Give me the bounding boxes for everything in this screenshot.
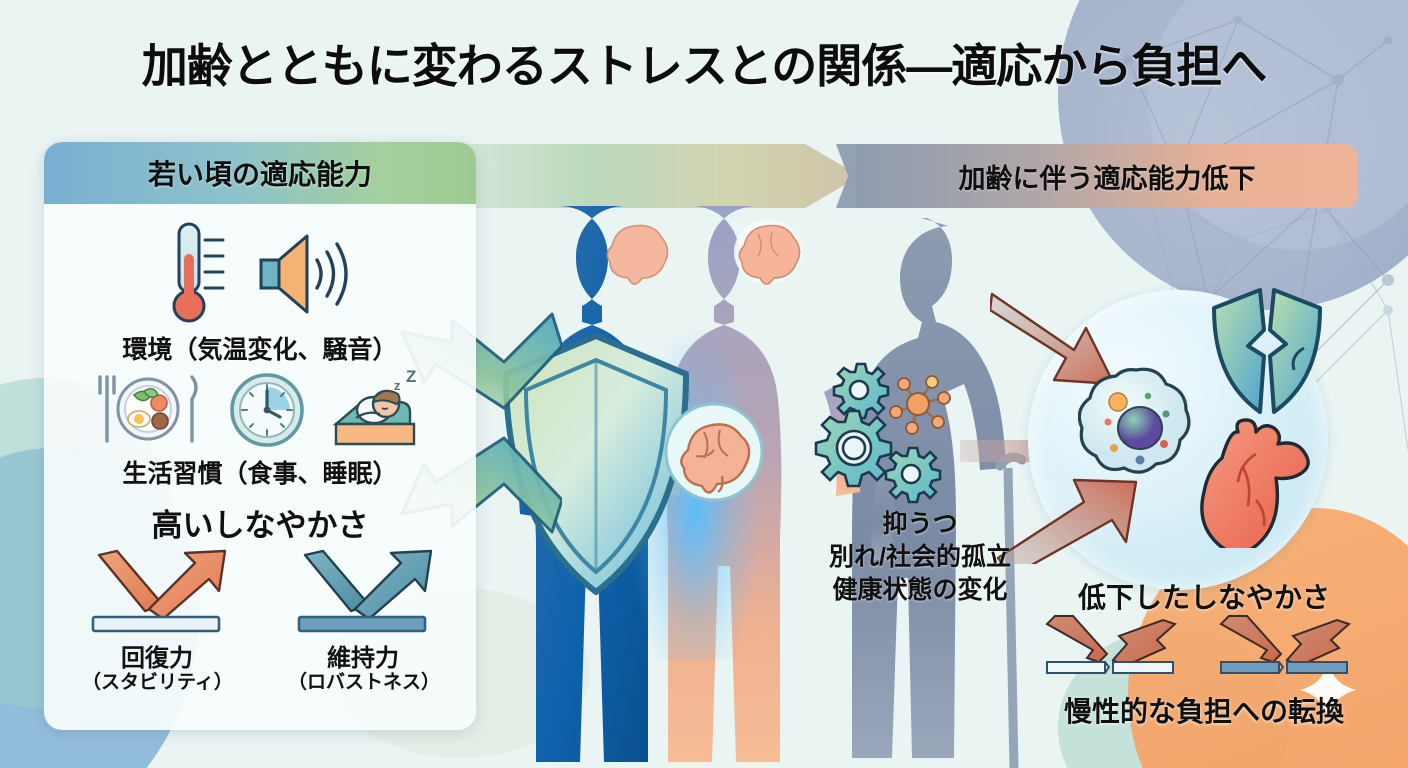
burden-arrow-lower-icon (996, 478, 1138, 564)
stressor-item-2: 別れ/社会的孤立 (829, 543, 1011, 571)
left-panel-body: 環境（気温変化、騒音） (44, 204, 476, 730)
brain-icon (664, 402, 764, 502)
sleeping-person-icon: Z z z (332, 368, 416, 446)
broken-bounce-arrow-icon (1219, 615, 1351, 674)
left-section-environment: 環境（気温変化、騒音） (44, 218, 476, 366)
right-flexibility-title: 低下したしなやかさ (1077, 582, 1330, 613)
robustness-label: 維持力 (327, 645, 399, 672)
right-flexibility-icons (1040, 614, 1370, 676)
svg-text:Z: Z (406, 368, 416, 386)
stressor-item-3: 健康状態の変化 (832, 576, 1008, 604)
clock-icon (230, 373, 304, 447)
left-section-lifestyle: Z z z 生活習慣（食事、睡眠） (44, 368, 476, 490)
burden-arrow-upper-icon (990, 292, 1116, 386)
flexibility-item-stability: 回復力 （スタビリティ） (82, 549, 233, 694)
transition-chevron-band (440, 144, 860, 208)
left-panel-header-label: 若い頃の適応能力 (147, 159, 372, 190)
environment-icons (44, 218, 476, 328)
lifestyle-label: 生活習慣（食事、睡眠） (122, 460, 398, 488)
flexibility-item-robustness: 維持力 （ロバストネス） (288, 549, 441, 694)
cracked-shield-icon (1212, 288, 1322, 414)
left-flexibility-items: 回復力 （スタビリティ） (44, 549, 476, 694)
brain-in-head-icon (734, 220, 802, 285)
svg-text:z: z (394, 378, 401, 393)
gears-icon (814, 362, 951, 504)
bounce-arrow-orange-icon (91, 549, 227, 633)
right-panel-header-label: 加齢に伴う適応能力低下 (958, 163, 1256, 194)
cell-icon (1078, 367, 1191, 474)
left-section-flexibility: 高いしなやかさ 回復力 (44, 500, 476, 694)
thermometer-icon (172, 222, 225, 323)
lifestyle-icons: Z z z (44, 368, 476, 452)
molecule-network-icon (889, 375, 951, 435)
heart-icon (1200, 418, 1310, 548)
meal-plate-icon (98, 375, 198, 443)
page-title: 加齢とともに変わるストレスとの関係—適応から負担へ (141, 40, 1268, 92)
right-panel-caption: 慢性的な負担への転換 (1063, 696, 1344, 727)
stressor-list: 抑うつ 別れ/社会的孤立 健康状態の変化 (770, 508, 1070, 607)
bounce-arrow-teal-icon (297, 549, 433, 633)
left-panel: 若い頃の適応能力 (44, 142, 476, 730)
speaker-icon (259, 234, 348, 314)
stability-label: 回復力 (121, 645, 193, 672)
stability-sublabel: （スタビリティ） (82, 671, 233, 693)
sparkle-icon (1300, 662, 1356, 718)
broken-bounce-arrow-icon (1045, 615, 1177, 674)
stressor-item-1: 抑うつ (882, 510, 958, 538)
left-flexibility-title: 高いしなやかさ (151, 508, 369, 543)
robustness-sublabel: （ロバストネス） (288, 671, 441, 693)
environment-label: 環境（気温変化、騒音） (122, 336, 398, 364)
brain-in-head-young-icon (606, 224, 669, 285)
left-panel-header: 若い頃の適応能力 (44, 142, 476, 204)
right-panel-header: 加齢に伴う適応能力低下 (856, 144, 1358, 208)
